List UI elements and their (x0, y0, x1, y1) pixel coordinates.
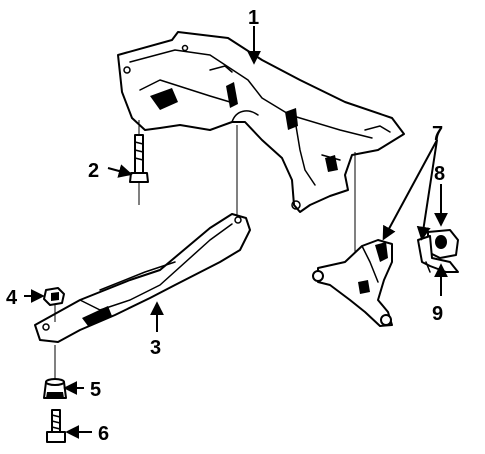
callout-1: 1 (248, 7, 259, 29)
lower-control-arm (312, 239, 393, 327)
callout-7: 7 (432, 123, 443, 145)
bushing-bracket (417, 235, 459, 273)
bushing-5 (43, 345, 67, 399)
bolt-2 (129, 120, 149, 205)
crossmember (117, 31, 405, 262)
callout-2: 2 (88, 160, 99, 182)
leader-lines (24, 26, 448, 439)
bolt-6 (46, 409, 66, 443)
callout-3: 3 (150, 337, 161, 359)
callout-numbers: 1 2 3 4 5 6 7 8 9 (6, 7, 445, 445)
callout-6: 6 (98, 423, 109, 445)
callout-4: 4 (6, 287, 18, 309)
nut-4 (43, 287, 65, 322)
callout-8: 8 (434, 163, 445, 185)
brace (34, 213, 251, 343)
callout-9: 9 (432, 303, 443, 325)
callout-5: 5 (90, 379, 101, 401)
